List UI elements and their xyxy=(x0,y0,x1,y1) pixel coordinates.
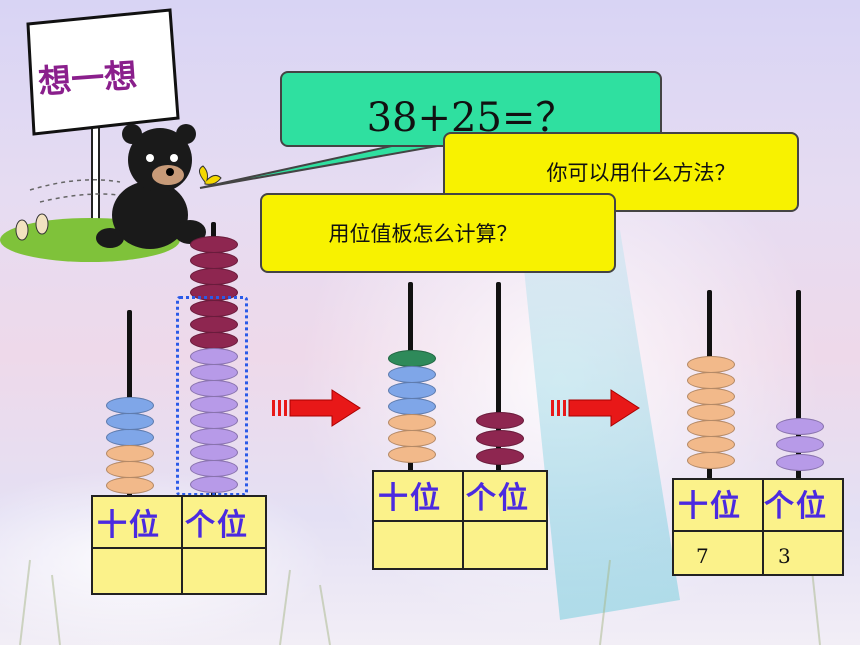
ones-bead xyxy=(476,448,524,465)
ones-bead xyxy=(190,252,238,269)
tens-bead xyxy=(388,382,436,399)
tens-label: 十位 xyxy=(97,508,161,543)
tens-bead xyxy=(388,414,436,431)
place-value-board: 十位 个位 xyxy=(372,470,548,570)
ones-label: 个位 xyxy=(185,508,249,543)
ones-rod xyxy=(496,282,501,474)
tens-bead xyxy=(687,356,735,373)
board-question-text: 用位值板怎么计算？ xyxy=(328,222,518,246)
tens-label: 十位 xyxy=(378,481,442,516)
tens-label: 十位 xyxy=(678,489,742,524)
ones-bead xyxy=(476,412,524,429)
tens-bead xyxy=(388,446,436,463)
tens-bead xyxy=(106,397,154,414)
ones-bead xyxy=(106,477,154,494)
tens-bead xyxy=(687,452,735,469)
ones-value: 3 xyxy=(778,544,791,568)
tens-bead xyxy=(388,366,436,383)
ones-bead xyxy=(190,236,238,253)
place-value-board: 十位 个位 xyxy=(91,495,267,595)
ones-bead xyxy=(106,445,154,462)
sign-text: 想一想 xyxy=(36,55,139,102)
ones-bead xyxy=(776,418,824,435)
ones-bead xyxy=(776,436,824,453)
ones-bead xyxy=(776,454,824,471)
tens-bead xyxy=(687,436,735,453)
tens-bead xyxy=(388,350,436,367)
carry-group-highlight xyxy=(176,296,248,496)
tens-bead xyxy=(388,398,436,415)
ones-label: 个位 xyxy=(764,489,828,524)
tens-value: 7 xyxy=(696,544,709,568)
right-arrow-icon xyxy=(272,389,361,427)
tens-bead xyxy=(687,404,735,421)
right-arrow-icon xyxy=(551,389,640,427)
ones-rod xyxy=(796,290,801,480)
ones-label: 个位 xyxy=(466,481,530,516)
method-question-text: 你可以用什么方法？ xyxy=(546,161,736,185)
ones-bead xyxy=(190,268,238,285)
ones-bead xyxy=(190,476,238,493)
ones-bead xyxy=(476,430,524,447)
tens-bead xyxy=(687,372,735,389)
tens-bead xyxy=(687,388,735,405)
tens-bead xyxy=(106,429,154,446)
board-question-bubble: 用位值板怎么计算？ xyxy=(260,193,616,273)
tens-bead xyxy=(388,430,436,447)
place-value-board: 十位 个位 7 3 xyxy=(672,478,844,576)
tens-bead xyxy=(687,420,735,437)
ones-bead xyxy=(106,461,154,478)
tens-bead xyxy=(106,413,154,430)
